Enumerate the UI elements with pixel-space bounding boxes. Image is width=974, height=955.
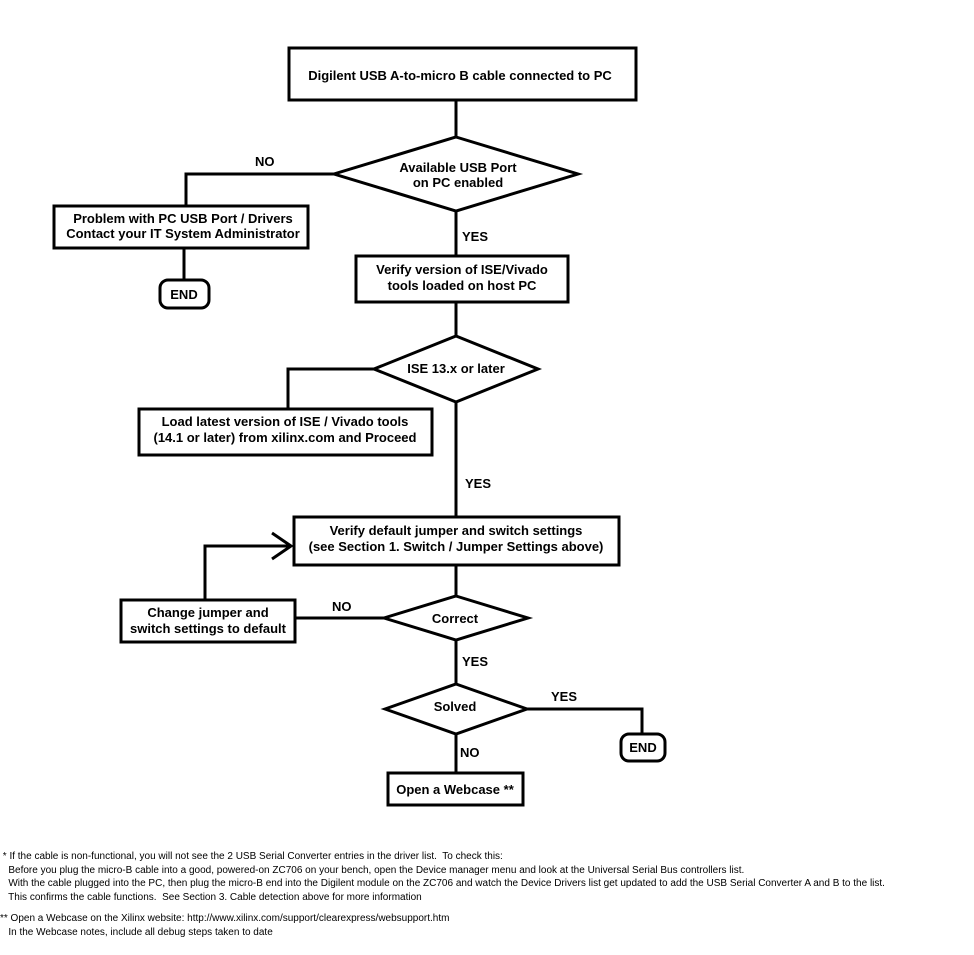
node-verify-jumper-label: Verify default jumper and switch setting… xyxy=(309,523,604,554)
node-problem-box xyxy=(52,204,310,250)
footnote-line: * If the cable is non-functional, you wi… xyxy=(0,851,503,862)
edge-labels: NO YES YES NO YES YES NO xyxy=(255,154,577,760)
node-load-latest-box xyxy=(137,407,434,457)
node-start-box xyxy=(287,46,638,102)
node-ise-diamond xyxy=(369,334,543,404)
connectors xyxy=(182,101,644,773)
footnotes: * If the cable is non-functional, you wi… xyxy=(0,850,974,947)
node-solved-diamond xyxy=(380,682,532,736)
footnote-line: Before you plug the micro-B cable into a… xyxy=(0,864,745,876)
footnote-cable-check: * If the cable is non-functional, you wi… xyxy=(0,850,974,904)
footnote-line: ** Open a Webcase on the Xilinx website:… xyxy=(0,913,450,924)
footnote-webcase: ** Open a Webcase on the Xilinx website:… xyxy=(0,912,974,939)
edge-ise-no xyxy=(286,367,376,409)
node-labels: Digilent USB A-to-micro B cable connecte… xyxy=(66,68,657,797)
edge-label-correct-no: NO xyxy=(332,599,352,614)
node-end-left-label: END xyxy=(170,287,197,302)
footnote-line: With the cable plugged into the PC, then… xyxy=(0,878,885,889)
edge-label-solved-yes: YES xyxy=(551,689,577,704)
arrow-head xyxy=(271,531,294,561)
flowchart-diagram: Digilent USB A-to-micro B cable connecte… xyxy=(52,46,667,807)
node-correct-label: Correct xyxy=(432,611,479,626)
edge-label-usb-yes: YES xyxy=(462,229,488,244)
node-end-right-box xyxy=(619,732,667,763)
edge-label-correct-yes: YES xyxy=(462,654,488,669)
node-start-label: Digilent USB A-to-micro B cable connecte… xyxy=(308,68,612,83)
edge-solved-yes xyxy=(527,707,644,735)
node-webcase-label: Open a Webcase ** xyxy=(396,782,514,797)
shapes xyxy=(52,46,667,807)
node-correct-diamond xyxy=(378,594,534,642)
node-usb-diamond xyxy=(328,135,584,213)
node-load-latest-label: Load latest version of ISE / Vivado tool… xyxy=(154,414,417,445)
node-webcase-box xyxy=(386,771,525,807)
edge-label-usb-no: NO xyxy=(255,154,275,169)
footnote-line: In the Webcase notes, include all debug … xyxy=(0,926,273,938)
node-verify-version-box xyxy=(354,254,570,304)
node-end-left-box xyxy=(158,278,211,310)
node-verify-jumper-box xyxy=(292,515,621,567)
node-solved-label: Solved xyxy=(434,699,477,714)
node-ise-label: ISE 13.x or later xyxy=(407,361,505,376)
edge-usb-no xyxy=(184,172,336,206)
edge-change-back xyxy=(203,544,290,600)
node-change-jumper-box xyxy=(119,598,297,644)
footnote-line: This confirms the cable functions. See S… xyxy=(0,891,422,903)
edge-label-ise-yes: YES xyxy=(465,476,491,491)
edge-label-solved-no: NO xyxy=(460,745,480,760)
node-end-right-label: END xyxy=(629,740,656,755)
